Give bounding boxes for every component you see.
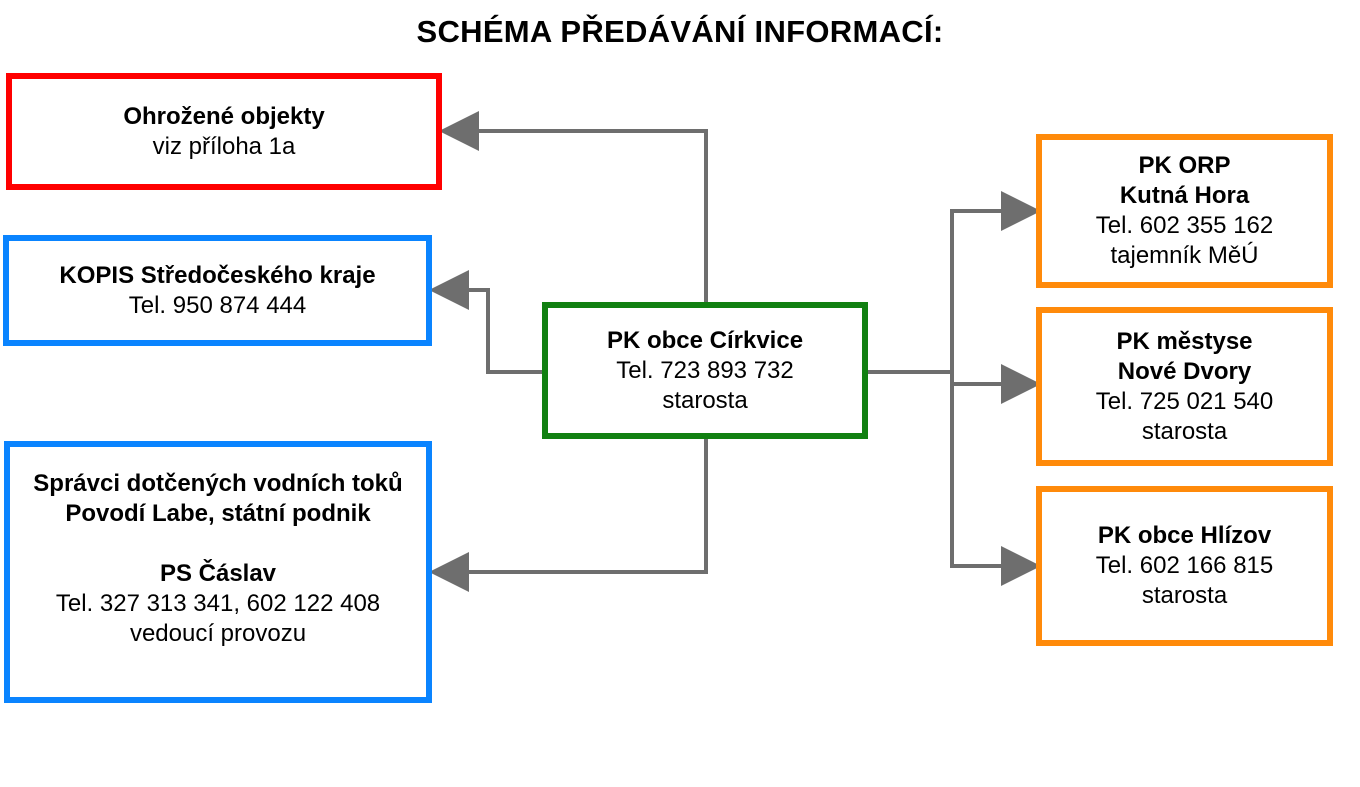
node-unit: PS Čáslav <box>159 560 277 587</box>
node-phone: Tel. 725 021 540 <box>1095 387 1274 415</box>
node-river-managers: Správci dotčených vodních toků Povodí La… <box>4 441 432 703</box>
arrow-to-threatened <box>439 111 708 302</box>
node-role: starosta <box>1141 582 1228 609</box>
node-phone: Tel. 602 355 162 <box>1095 212 1274 239</box>
node-title: Správci dotčených vodních toků <box>33 470 403 497</box>
node-phone: Tel. 602 166 815 <box>1095 552 1274 579</box>
node-phone: Tel. 950 874 444 <box>128 291 307 319</box>
diagram-title: SCHÉMA PŘEDÁVÁNÍ INFORMACÍ: <box>416 14 944 49</box>
node-title: KOPIS Středočeského kraje <box>59 261 376 289</box>
node-nove-dvory: PK městyse Nové Dvory Tel. 725 021 540 s… <box>1036 307 1333 466</box>
node-role: vedoucí provozu <box>129 620 307 647</box>
arrow-to-orp <box>950 191 1041 372</box>
node-title: PK ORP <box>1138 152 1231 179</box>
node-title: PK městyse <box>1116 327 1253 355</box>
node-role: starosta <box>1141 417 1228 445</box>
node-subtitle: Povodí Labe, státní podnik <box>65 500 371 527</box>
node-threatened-objects: Ohrožené objekty viz příloha 1a <box>6 73 442 190</box>
node-detail: viz příloha 1a <box>152 132 296 160</box>
node-phone: Tel. 327 313 341, 602 122 408 <box>55 590 381 617</box>
node-center-cirkvice: PK obce Církvice Tel. 723 893 732 staros… <box>542 302 868 439</box>
node-phone: Tel. 723 893 732 <box>616 356 794 384</box>
arrow-to-rivers <box>429 439 708 592</box>
node-role: tajemník MěÚ <box>1110 242 1259 269</box>
arrow-to-hlizov <box>950 372 1041 586</box>
node-subtitle: Nové Dvory <box>1117 357 1252 385</box>
node-orp-kutna-hora: PK ORP Kutná Hora Tel. 602 355 162 tajem… <box>1036 134 1333 288</box>
node-hlizov: PK obce Hlízov Tel. 602 166 815 starosta <box>1036 486 1333 646</box>
node-title: Ohrožené objekty <box>123 102 325 130</box>
node-title: PK obce Hlízov <box>1097 522 1272 549</box>
node-title: PK obce Církvice <box>606 326 804 354</box>
node-role: starosta <box>662 386 748 414</box>
arrow-to-kopis <box>429 270 543 374</box>
node-subtitle: Kutná Hora <box>1119 182 1250 209</box>
node-kopis: KOPIS Středočeského kraje Tel. 950 874 4… <box>3 235 432 346</box>
